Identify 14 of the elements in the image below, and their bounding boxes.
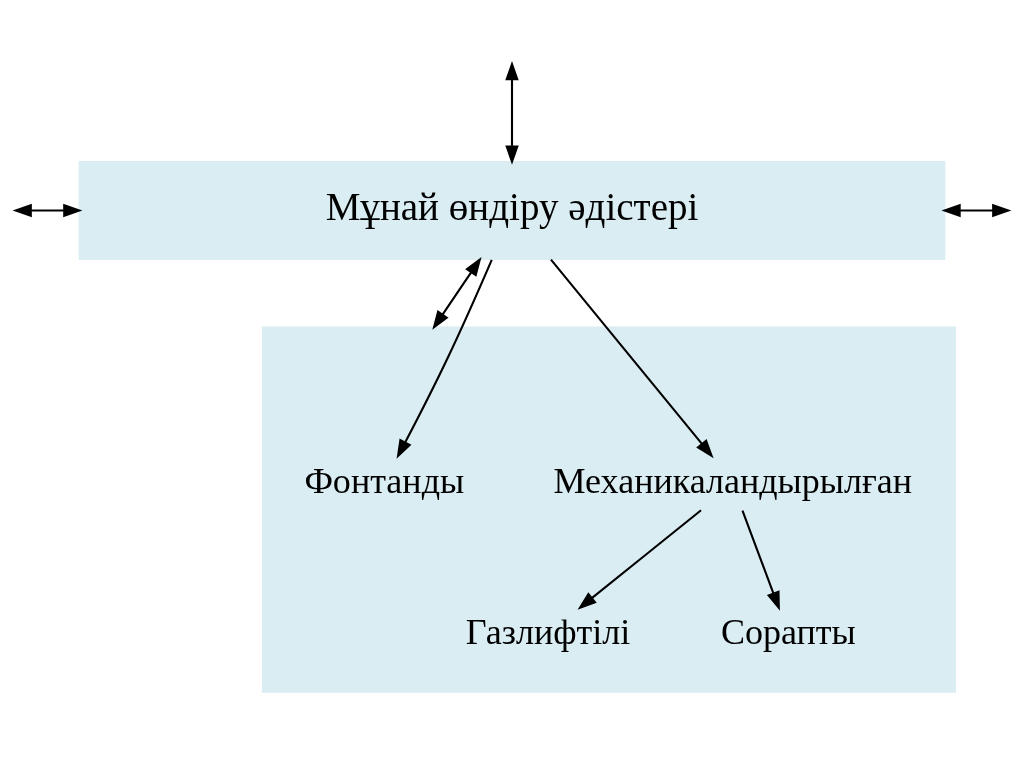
arrow [12, 203, 83, 218]
arrow [505, 61, 519, 165]
arrow [741, 510, 780, 611]
arrow [577, 509, 702, 610]
cluster [261, 326, 956, 693]
node-text: Фонтанды [304, 460, 465, 501]
node-box: Мұнай өндіру әдістері [78, 161, 946, 261]
arrow [550, 258, 714, 459]
node-text: Газлифтілі [465, 612, 631, 653]
arrow [432, 257, 482, 330]
node-text: Механикаландырылған [553, 460, 913, 501]
node-text: Сорапты [720, 612, 856, 653]
arrow [941, 203, 1012, 218]
arrow [396, 259, 493, 459]
